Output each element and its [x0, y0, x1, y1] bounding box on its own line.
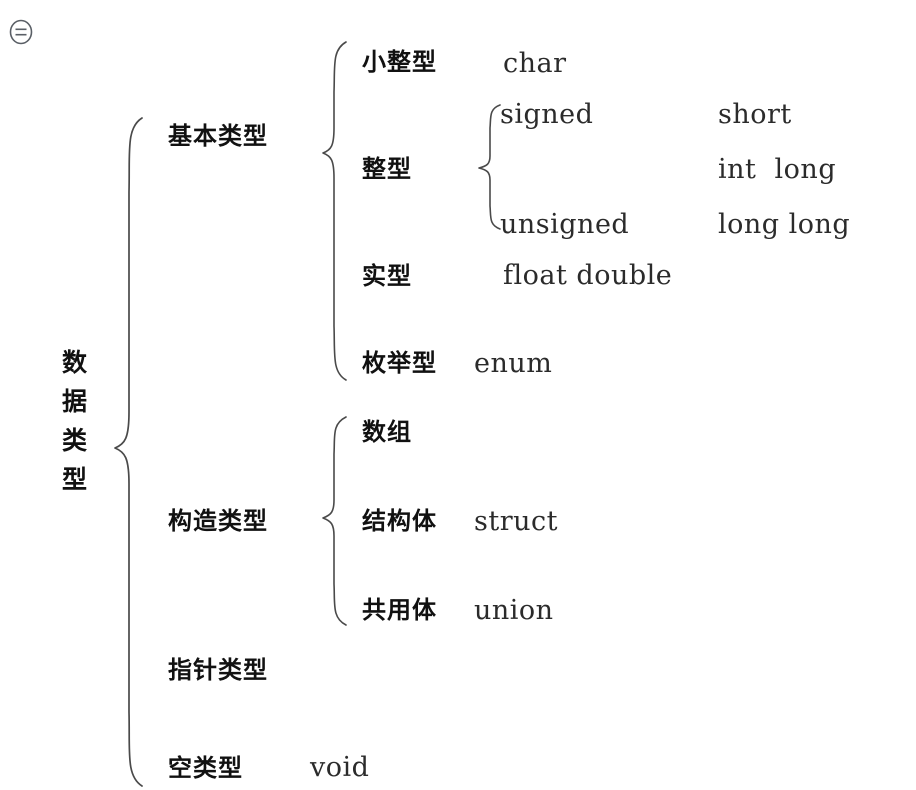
root-label-char-0: 数	[62, 348, 88, 377]
integer-signed: signed	[500, 99, 594, 130]
leaf-keywords-real: float double	[503, 260, 673, 291]
branch-label-pointer-type: 指针类型	[168, 656, 268, 684]
integer-signedness-brace	[478, 104, 501, 230]
leaf-keywords-struct: struct	[474, 506, 558, 537]
circled-menu-icon-glyph	[9, 19, 33, 45]
branch-label-basic-type: 基本类型	[168, 122, 268, 150]
root-brace	[114, 117, 143, 787]
branch-keywords-void: void	[310, 752, 370, 783]
branch-label-void-type: 空类型	[168, 754, 243, 782]
leaf-keywords-union: union	[474, 595, 554, 626]
leaf-keywords-enum: enum	[474, 348, 553, 379]
root-label-char-2: 类	[62, 426, 88, 455]
basic-type-brace	[322, 41, 347, 381]
constructed-type-brace	[322, 416, 347, 626]
root-label-char-1: 据	[62, 387, 88, 416]
leaf-label-union: 共用体	[362, 596, 437, 624]
integer-width-short: short	[718, 99, 792, 130]
integer-width-long-long: long long	[718, 209, 851, 240]
root-label-char-3: 型	[62, 465, 88, 494]
leaf-label-enum: 枚举型	[362, 349, 437, 377]
leaf-label-array: 数组	[362, 418, 412, 446]
branch-label-constructed-type: 构造类型	[168, 507, 268, 535]
leaf-label-small-int: 小整型	[362, 48, 437, 76]
leaf-keywords-small-int: char	[503, 48, 567, 79]
leaf-label-struct: 结构体	[362, 507, 437, 535]
integer-unsigned: unsigned	[500, 209, 630, 240]
leaf-label-real: 实型	[362, 262, 412, 290]
leaf-label-integer: 整型	[362, 155, 412, 183]
root-label-data-type: 数 据 类 型	[62, 350, 87, 492]
circled-menu-icon[interactable]	[8, 18, 34, 46]
integer-width-int-long: int long	[718, 154, 837, 185]
